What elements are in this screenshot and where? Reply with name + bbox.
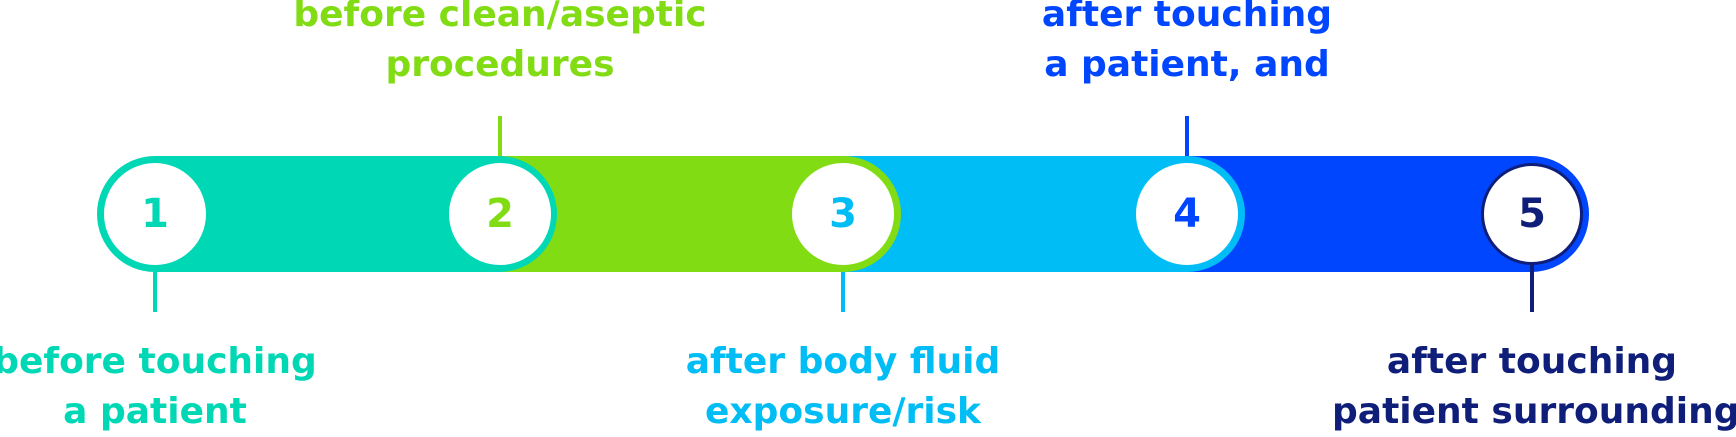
tick-1 xyxy=(153,272,157,312)
step-5-circle: 5 xyxy=(1481,163,1583,265)
step-5-number: 5 xyxy=(1518,191,1546,237)
step-4-number: 4 xyxy=(1173,191,1201,237)
step-4-circle: 4 xyxy=(1136,163,1238,265)
step-3-circle: 3 xyxy=(792,163,894,265)
step-1-number: 1 xyxy=(141,191,169,237)
step-2-circle: 2 xyxy=(449,163,551,265)
step-4-label-line-2: a patient, and xyxy=(1044,44,1330,85)
tick-5 xyxy=(1530,265,1534,312)
step-2-label-line-2: procedures xyxy=(385,44,615,85)
step-4-label: after touching a patient, and xyxy=(957,0,1417,90)
step-3-label: after body fluid exposure/risk xyxy=(613,337,1073,437)
step-1-circle: 1 xyxy=(104,163,206,265)
step-1-label-line-2: a patient xyxy=(63,391,247,432)
step-5-label-line-1: after touching xyxy=(1386,341,1678,382)
step-3-label-line-1: after body fluid xyxy=(685,341,1001,382)
step-4-label-line-1: after touching xyxy=(1041,0,1333,35)
step-1-label: before touching a patient xyxy=(0,337,385,437)
step-2-label-line-1: before clean/aseptic xyxy=(293,0,707,35)
step-3-number: 3 xyxy=(829,191,857,237)
tick-2 xyxy=(498,116,502,156)
tick-3 xyxy=(841,272,845,312)
step-2-label: before clean/aseptic procedures xyxy=(270,0,730,90)
step-5-label-line-2: patient surroundings xyxy=(1332,391,1736,432)
tick-4 xyxy=(1185,116,1189,156)
step-5-label: after touching patient surroundings xyxy=(1332,337,1736,437)
step-2-number: 2 xyxy=(486,191,514,237)
step-1-label-line-1: before touching xyxy=(0,341,317,382)
step-3-label-line-2: exposure/risk xyxy=(705,391,981,432)
